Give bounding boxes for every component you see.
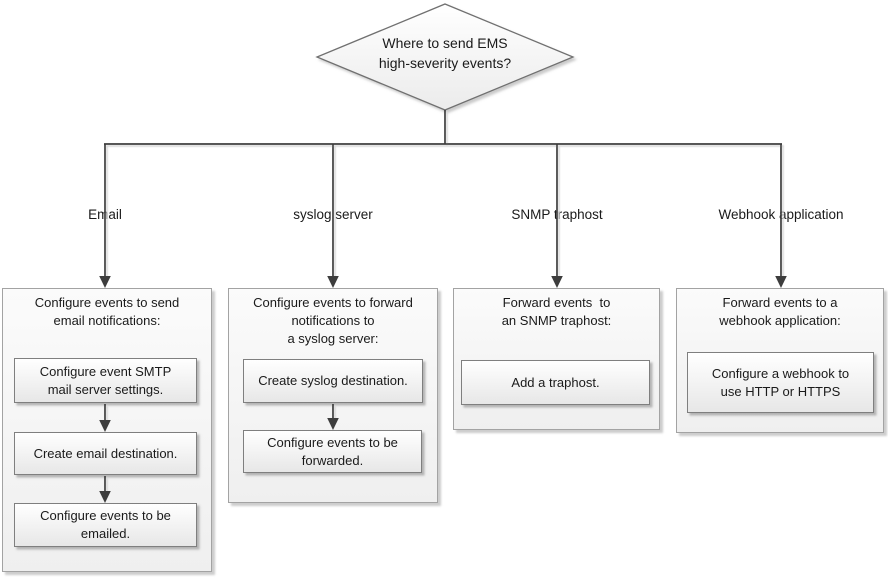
email-step-smtp-settings: Configure event SMTP mail server setting… xyxy=(14,358,197,403)
snmp-step-add-traphost: Add a traphost. xyxy=(461,360,650,405)
syslog-step-create-destination: Create syslog destination. xyxy=(243,359,423,403)
snmp-flow-header: Forward events to an SNMP traphost: xyxy=(501,295,612,328)
branch-label-snmp: SNMP traphost xyxy=(511,207,603,222)
syslog-step-configure-events: Configure events to be forwarded. xyxy=(243,430,422,473)
email-step-create-destination: Create email destination. xyxy=(14,432,197,475)
arrow-down-icon xyxy=(327,276,339,288)
decision-question: Where to send EMS high-severity events? xyxy=(378,35,512,71)
email-flow-header: Configure events to send email notificat… xyxy=(34,295,180,328)
arrow-down-icon xyxy=(99,276,111,288)
webhook-step-configure: Configure a webhook to use HTTP or HTTPS xyxy=(687,352,874,413)
branch-label-webhook: Webhook application xyxy=(718,207,844,222)
branch-label-email: Email xyxy=(88,207,122,222)
arrow-down-icon xyxy=(551,276,563,288)
arrow-down-icon xyxy=(775,276,787,288)
branch-label-syslog: syslog server xyxy=(293,207,373,222)
snmp-flow-container xyxy=(453,288,660,430)
webhook-flow-header: Forward events to a webhook application: xyxy=(719,295,841,328)
syslog-flow-header: Configure events to forward notification… xyxy=(253,295,413,346)
email-step-configure-events: Configure events to be emailed. xyxy=(14,503,197,547)
